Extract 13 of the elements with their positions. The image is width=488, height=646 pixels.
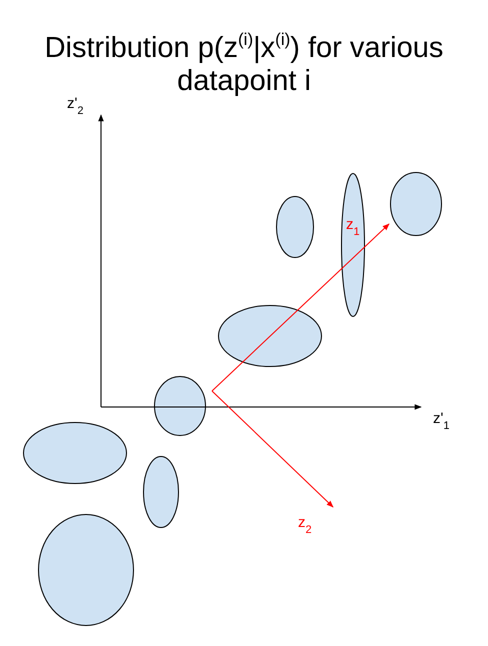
axis-label: z$_{2}$ xyxy=(298,515,312,531)
title: Distribution p(z$^{(i)}$|x$^{(i)}$) for various datapoint i xyxy=(44,32,444,98)
distribution-ellipse xyxy=(23,422,127,484)
distribution-ellipse xyxy=(38,514,134,626)
axis-label: z'$_{2}$ xyxy=(67,96,84,112)
distribution-ellipse xyxy=(218,305,322,367)
axis-label: z$_{1}$ xyxy=(346,217,360,233)
distribution-ellipse xyxy=(143,456,179,528)
distribution-ellipse xyxy=(154,376,206,436)
axis-label: z'$_{1}$ xyxy=(433,411,450,427)
distribution-ellipse xyxy=(390,172,442,236)
distribution-ellipse xyxy=(276,196,314,258)
distribution-ellipse xyxy=(341,173,365,317)
